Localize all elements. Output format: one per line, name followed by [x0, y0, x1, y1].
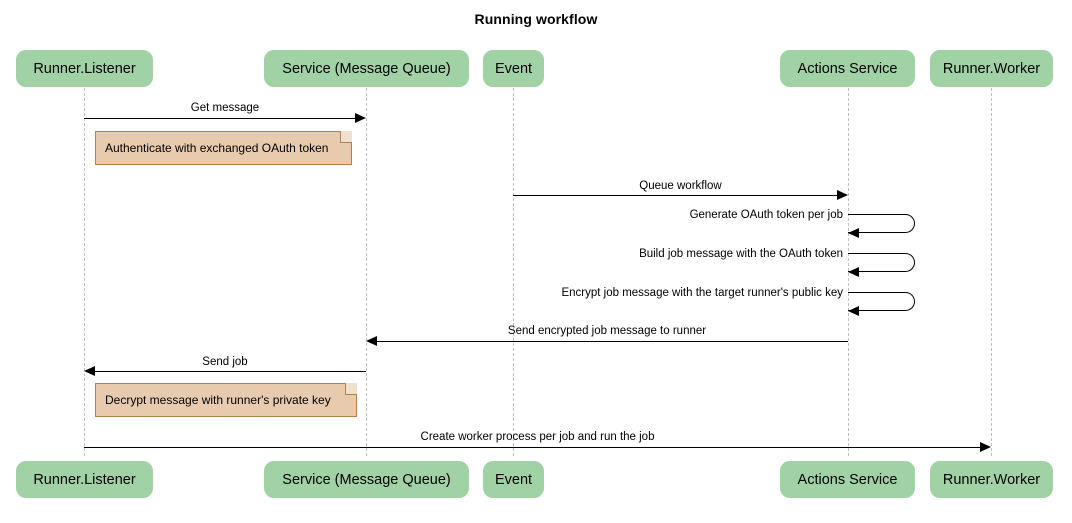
lifeline-runner-listener: [84, 88, 85, 456]
lifeline-event: [513, 88, 514, 456]
arrowhead-left-icon: [848, 306, 859, 316]
actor-bottom-actions-service[interactable]: Actions Service: [780, 461, 915, 498]
note-authenticate-label: Authenticate with exchanged OAuth token: [105, 141, 329, 155]
note-authenticate: Authenticate with exchanged OAuth token: [95, 131, 352, 165]
message-line-send-encrypted-job-message: [376, 341, 848, 342]
lifeline-runner-worker: [991, 88, 992, 456]
message-label-get-message: Get message: [190, 102, 260, 114]
lifeline-service-message-queue: [366, 88, 367, 456]
self-call-loop-generate-oauth-token: [848, 214, 915, 233]
page-title: Running workflow: [474, 11, 598, 27]
note-decrypt-label: Decrypt message with runner's private ke…: [105, 393, 331, 407]
message-label-encrypt-job-message: Encrypt job message with the target runn…: [561, 287, 843, 299]
arrowhead-right-icon: [980, 442, 991, 452]
message-label-create-worker-process: Create worker process per job and run th…: [420, 431, 655, 443]
actor-top-runner-listener[interactable]: Runner.Listener: [16, 50, 153, 87]
arrowhead-left-icon: [848, 228, 859, 238]
actor-top-runner-worker[interactable]: Runner.Worker: [930, 50, 1053, 87]
message-line-queue-workflow: [513, 195, 838, 196]
note-fold-icon: [345, 383, 357, 395]
message-line-create-worker-process: [84, 447, 981, 448]
message-label-send-encrypted-job-message: Send encrypted job message to runner: [507, 325, 707, 337]
arrowhead-left-icon: [848, 267, 859, 277]
arrowhead-left-icon: [84, 366, 95, 376]
actor-top-event[interactable]: Event: [483, 50, 544, 87]
actor-bottom-runner-listener[interactable]: Runner.Listener: [16, 461, 153, 498]
arrowhead-right-icon: [355, 113, 366, 123]
note-fold-icon: [340, 131, 352, 143]
actor-top-service-message-queue[interactable]: Service (Message Queue): [264, 50, 469, 87]
actor-bottom-event[interactable]: Event: [483, 461, 544, 498]
message-line-get-message: [84, 118, 356, 119]
self-call-loop-build-job-message: [848, 253, 915, 272]
message-label-generate-oauth-token: Generate OAuth token per job: [689, 209, 843, 221]
actor-bottom-runner-worker[interactable]: Runner.Worker: [930, 461, 1053, 498]
message-label-build-job-message: Build job message with the OAuth token: [639, 248, 843, 260]
arrowhead-left-icon: [366, 336, 377, 346]
message-label-queue-workflow: Queue workflow: [639, 180, 722, 192]
note-decrypt: Decrypt message with runner's private ke…: [95, 383, 357, 417]
actor-top-actions-service[interactable]: Actions Service: [780, 50, 915, 87]
self-call-loop-encrypt-job-message: [848, 292, 915, 311]
actor-bottom-service-message-queue[interactable]: Service (Message Queue): [264, 461, 469, 498]
message-line-send-job: [94, 371, 366, 372]
message-label-send-job: Send job: [202, 356, 248, 368]
arrowhead-right-icon: [837, 190, 848, 200]
